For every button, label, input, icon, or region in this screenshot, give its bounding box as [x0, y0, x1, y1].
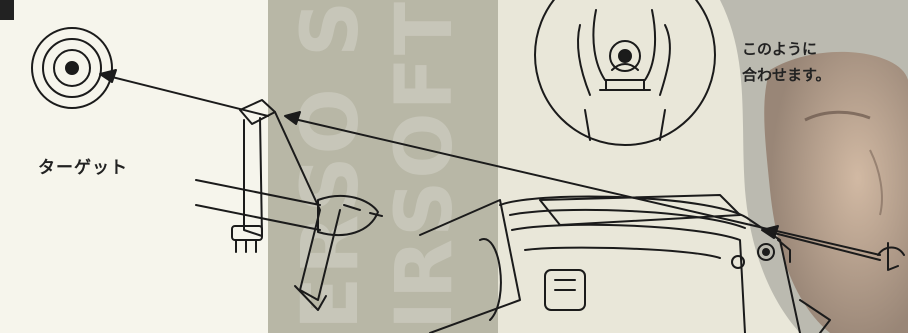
sight-picture-inset [535, 0, 715, 145]
target-icon [32, 28, 112, 108]
rifle-receiver [420, 195, 830, 333]
front-sight-post [196, 100, 382, 310]
note-line-2: 合わせます。 [742, 62, 831, 88]
note-line-1: このように [742, 36, 831, 62]
instruction-note: このように 合わせます。 [742, 36, 831, 88]
eye-icon [878, 243, 904, 270]
target-label: ターゲット [38, 153, 128, 178]
